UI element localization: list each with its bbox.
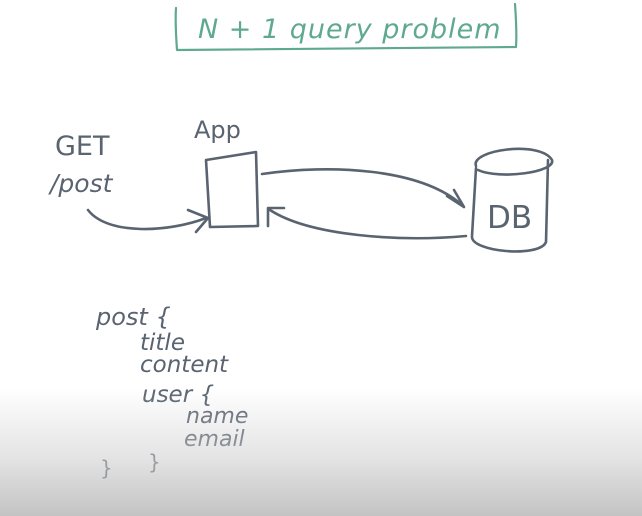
- app-to-db-arrow: [260, 168, 466, 209]
- title-box: N + 1 query problem: [174, 2, 518, 52]
- app-to-db-line: [260, 168, 464, 207]
- app-label: App: [194, 116, 241, 144]
- request-path: /post: [48, 169, 114, 198]
- code-line-name: name: [186, 404, 248, 429]
- code-line-content: content: [140, 352, 229, 378]
- app-node: App: [194, 116, 260, 229]
- database-node: DB: [470, 147, 554, 253]
- code-line-post: post {: [95, 303, 171, 331]
- db-to-app-arrow: [266, 206, 468, 240]
- query-shape: post { title content user { name email }…: [95, 303, 248, 480]
- db-top-ellipse: [474, 147, 554, 176]
- request-arrow: [86, 208, 210, 234]
- request-arrow-line: [86, 208, 208, 231]
- app-to-db-head: [445, 188, 466, 209]
- request-method: GET: [55, 131, 110, 162]
- db-to-app-head: [266, 206, 286, 228]
- app-box: [204, 150, 260, 229]
- code-line-close-inner: }: [148, 450, 161, 474]
- request-arrow-head: [186, 208, 210, 234]
- db-to-app-line: [268, 208, 468, 240]
- code-line-email: email: [184, 427, 245, 452]
- request-label: GET /post: [48, 131, 114, 198]
- title-box-outline: [174, 2, 518, 52]
- code-line-title: title: [140, 330, 185, 356]
- page-title: N + 1 query problem: [198, 14, 502, 45]
- db-label: DB: [487, 200, 532, 236]
- db-body: [470, 158, 550, 253]
- code-line-close-outer: }: [100, 456, 113, 480]
